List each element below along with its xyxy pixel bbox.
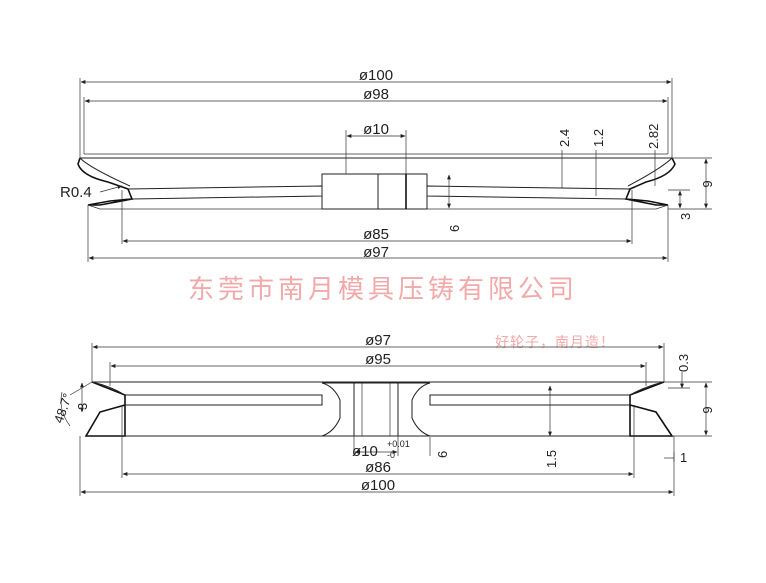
top-web-right (426, 185, 631, 200)
bottom-dim-d10: ø10 (352, 443, 378, 460)
bottom-tol-lower: -0 (387, 450, 395, 460)
bottom-dim-d86: ø86 (365, 459, 391, 476)
bottom-dim-d95: ø95 (365, 351, 391, 368)
top-dim-d98: ø98 (363, 86, 389, 103)
bottom-rim-left (84, 381, 126, 437)
watermark-slogan: 好轮子，南月造！ (495, 335, 615, 351)
top-dim-d100: ø100 (359, 67, 393, 84)
top-dim-9: 9 (700, 180, 715, 187)
top-rim-right (624, 157, 676, 206)
top-dim-r04: R0.4 (60, 184, 92, 201)
bottom-dim-9: 9 (700, 406, 715, 413)
top-dim-2-82: 2.82 (646, 124, 661, 149)
bottom-hub (321, 382, 431, 437)
top-bore (377, 173, 407, 210)
bottom-dim-1: 1 (680, 450, 687, 465)
bottom-dim-1-5: 1.5 (544, 450, 559, 468)
bottom-dim-6: 6 (435, 451, 450, 458)
bottom-rim-right (629, 381, 674, 437)
bottom-dim-d100: ø100 (361, 477, 395, 494)
bottom-tol-upper: +0.01 (387, 439, 410, 449)
bottom-section-view: ø97 ø95 ø86 ø100 ø10 +0.01 -0 48.7° 3 9 … (51, 332, 715, 496)
top-dim-d10: ø10 (363, 121, 389, 138)
top-rim-left (77, 157, 134, 206)
top-dim-6: 6 (447, 225, 462, 232)
top-web-left (127, 185, 323, 200)
top-dim-3: 3 (678, 213, 693, 220)
top-section-view: ø100 ø98 ø10 ø85 ø97 R0.4 2.4 1.2 2.82 9… (60, 67, 715, 262)
bottom-dim-d97: ø97 (365, 332, 391, 349)
top-hub (321, 173, 428, 210)
watermark-company: 东莞市南月模具压铸有限公司 (188, 275, 578, 305)
top-dim-d85: ø85 (363, 226, 389, 243)
top-dim-1-2: 1.2 (591, 129, 606, 147)
bottom-web-left (124, 394, 323, 406)
top-dim-d97: ø97 (363, 244, 389, 261)
bottom-web-right (429, 394, 631, 406)
bottom-dim-3: 3 (75, 403, 90, 410)
bottom-dim-angle: 48.7° (51, 391, 76, 425)
top-dim-2-4: 2.4 (557, 129, 572, 147)
bottom-bore (353, 382, 399, 437)
bottom-dim-0-3: 0.3 (676, 354, 691, 372)
